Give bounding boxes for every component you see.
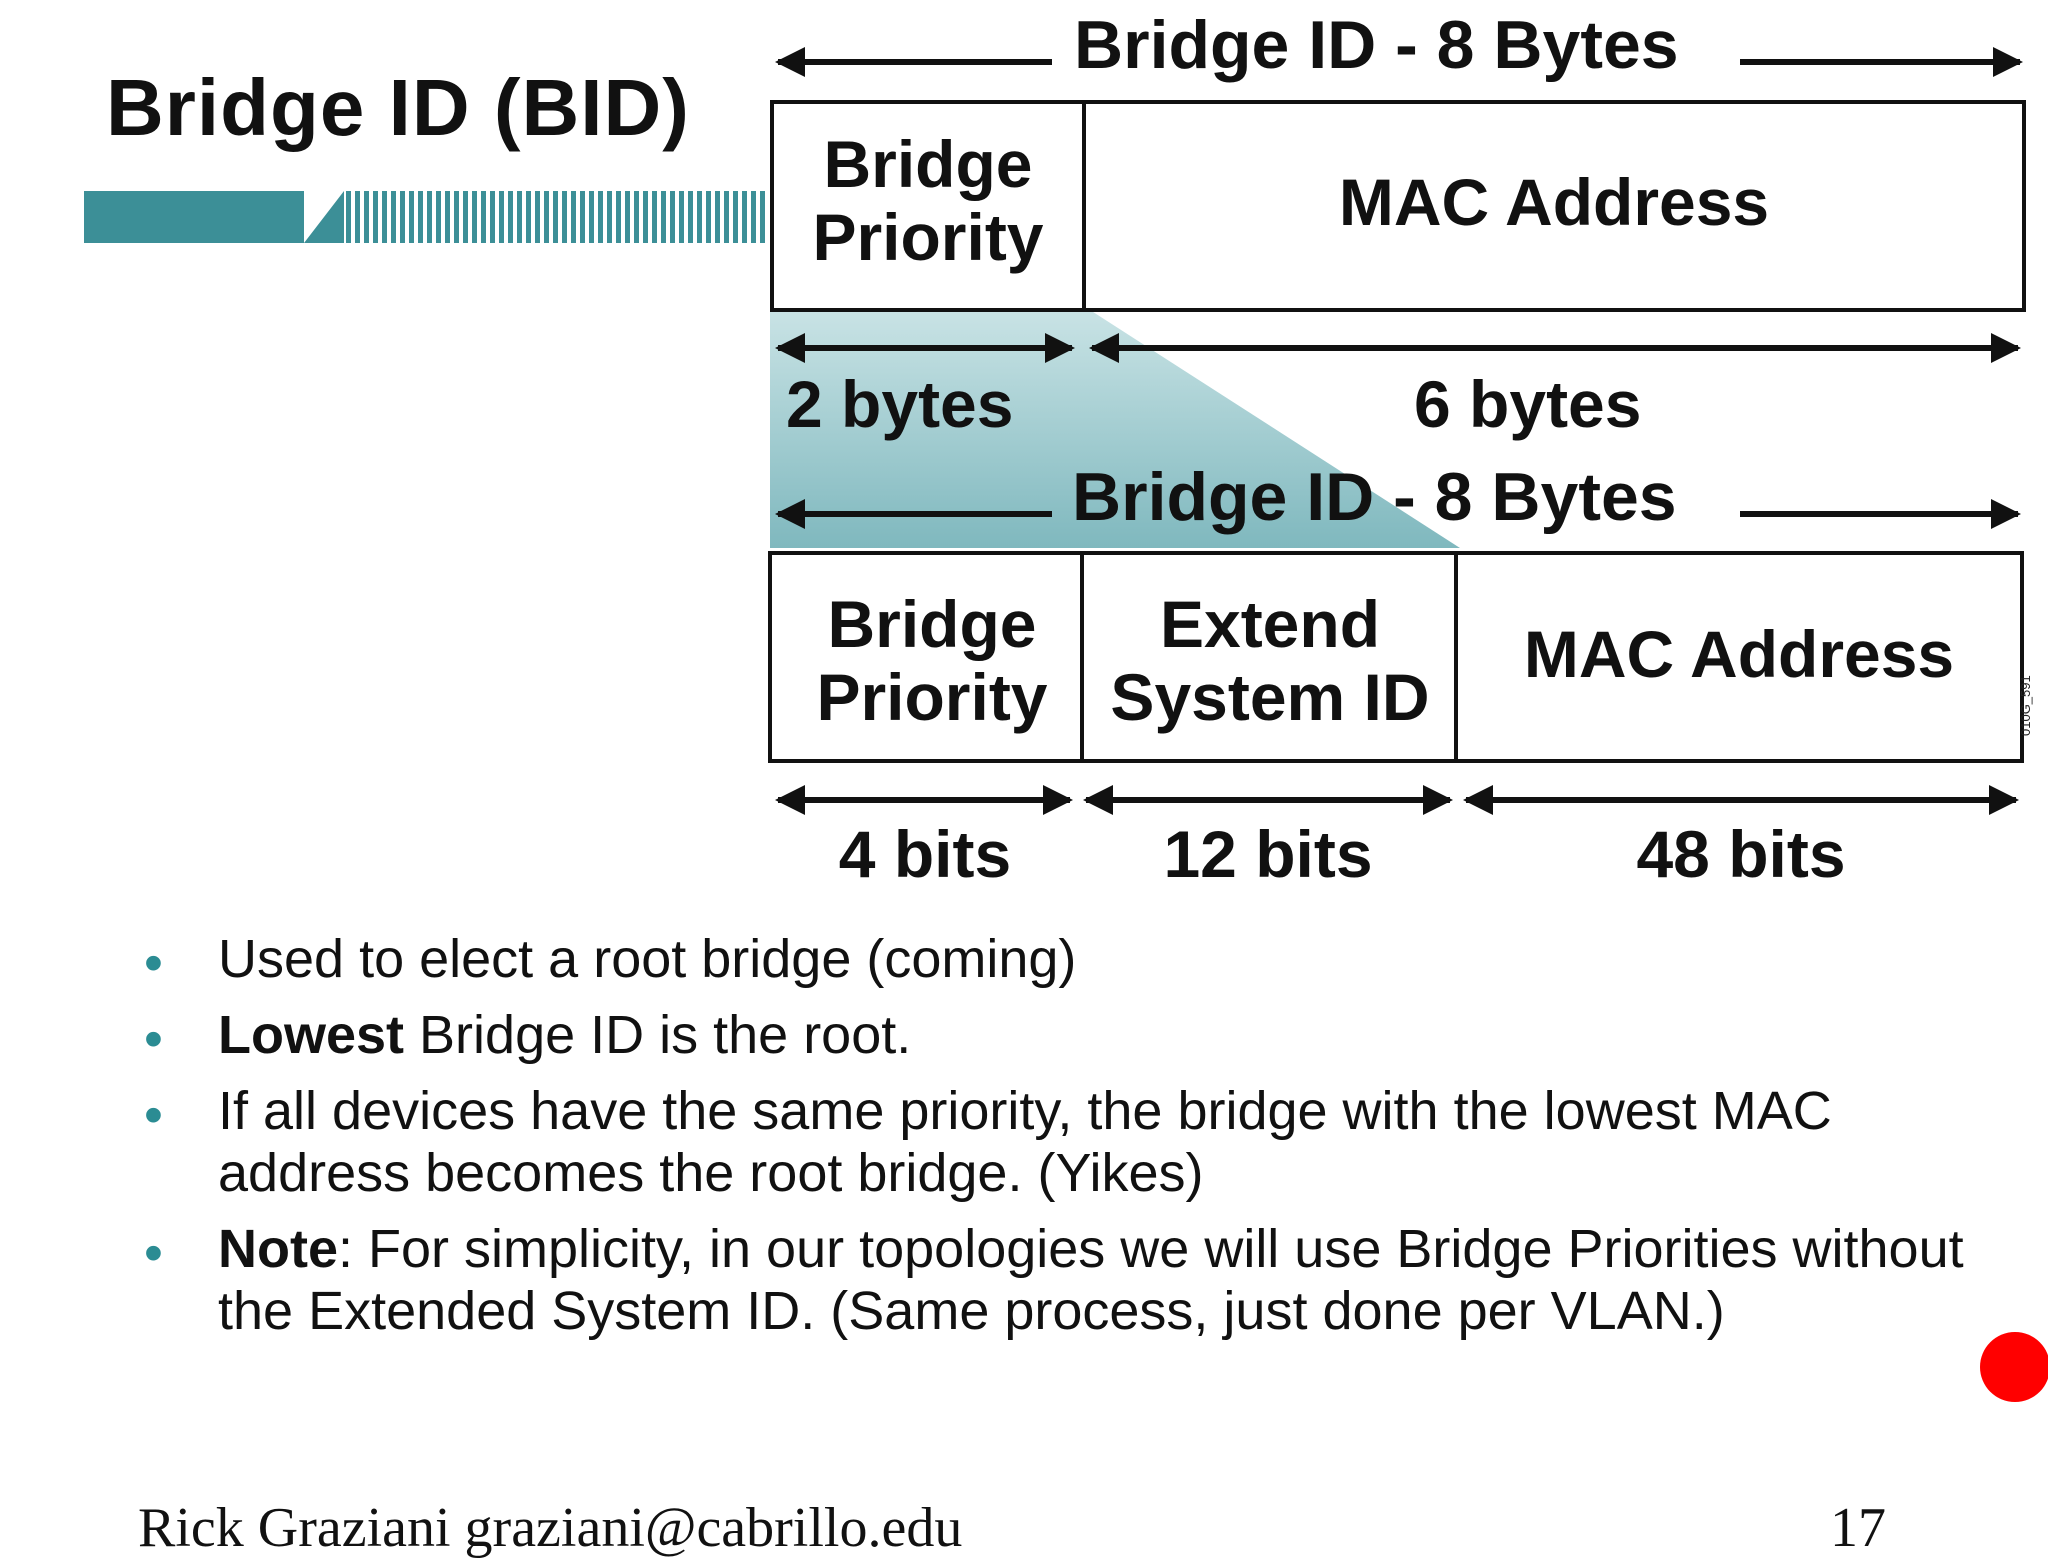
bottom-field-mac-box (1454, 551, 2024, 763)
bullet-item: • Used to elect a root bridge (coming) (140, 928, 2020, 993)
bullet-dot: • (144, 1009, 163, 1069)
pointer-dot (1980, 1332, 2048, 1402)
top-size-priority-label: 2 bytes (786, 367, 1014, 441)
top-field-mac-box (1082, 100, 2026, 312)
bullet-item: • If all devices have the same priority, … (140, 1080, 2020, 1204)
bullet-item: • Lowest Bridge ID is the root. (140, 1004, 2020, 1069)
bullet-text: If all devices have the same priority, t… (218, 1081, 1832, 1203)
bottom-field-priority-label: Bridge Priority (816, 587, 1048, 734)
top-field-priority-label: Bridge Priority (812, 127, 1044, 274)
bullet-dot: • (144, 933, 163, 993)
bottom-size-priority-label: 4 bits (838, 817, 1012, 891)
bullet-item: • Note: For simplicity, in our topologies… (140, 1218, 2020, 1342)
bottom-field-mac-label: MAC Address (1523, 617, 1955, 691)
bullet-bold: Lowest (218, 1005, 405, 1065)
footer-author: Rick Graziani graziani@cabrillo.edu (138, 1497, 963, 1559)
bullet-text: : For simplicity, in our topologies we w… (218, 1219, 1964, 1341)
top-span-label: Bridge ID - 8 Bytes (1074, 7, 1679, 83)
top-field-priority-box (770, 100, 1086, 312)
bottom-span-label: Bridge ID - 8 Bytes (1072, 459, 1677, 535)
bullet-text: Used to elect a root bridge (coming) (218, 929, 1077, 989)
bullet-list: • Used to elect a root bridge (coming) • L… (140, 928, 2020, 1356)
decorative-stripe-bar (84, 191, 765, 243)
bullet-bold: Note (218, 1219, 338, 1279)
figure-code: 010G_591 (2018, 675, 2033, 736)
top-field-mac-label: MAC Address (1338, 165, 1770, 239)
bottom-field-ext-label: Extend System ID (1110, 587, 1430, 734)
bullet-dot: • (144, 1085, 163, 1145)
top-size-mac-label: 6 bytes (1414, 367, 1642, 441)
bridge-id-diagram (768, 47, 2026, 815)
bottom-field-priority-box (768, 551, 1084, 763)
slide-title: Bridge ID (BID) (106, 63, 690, 152)
teal-connector-shape (770, 310, 1460, 548)
footer-page-number: 17 (1830, 1497, 1886, 1559)
bullet-dot: • (144, 1223, 163, 1283)
bottom-size-mac-label: 48 bits (1636, 817, 1846, 891)
bottom-size-ext-label: 12 bits (1163, 817, 1373, 891)
bullet-text: Bridge ID is the root. (404, 1005, 912, 1065)
